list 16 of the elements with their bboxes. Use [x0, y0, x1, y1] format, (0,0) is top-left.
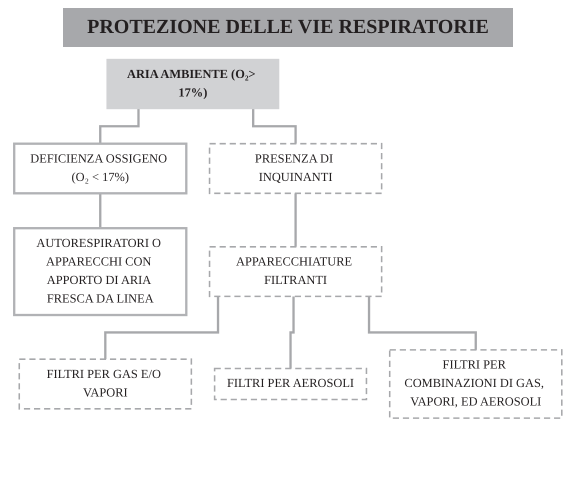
connector	[99, 193, 102, 230]
node-box: FILTRI PER GAS E/O VAPORI	[18, 358, 192, 410]
node-box: FILTRI PER AEROSOLI	[214, 368, 368, 400]
node-box: PRESENZA DI INQUINANTI	[208, 142, 382, 194]
connector	[104, 296, 220, 360]
node-box: DEFICIENZA OSSIGENO (O₂ < 17%)	[13, 142, 188, 194]
node-box: AUTORESPIRATORI O APPARECCHI CON APPORTO DI ARIA FRESCA DA LINEA	[13, 227, 188, 316]
connector	[99, 108, 140, 145]
connector	[252, 108, 297, 145]
title-banner: PROTEZIONE DELLE VIE RESPIRATORIE	[63, 8, 513, 47]
node-box: APPARECCHIATURE FILTRANTI	[208, 246, 382, 298]
node-box: ARIA AMBIENTE (O₂> 17%)	[106, 58, 280, 110]
node-box: FILTRI PER COMBINAZIONI DI GAS, VAPORI, ED AEROSOLI	[388, 349, 563, 419]
connector	[368, 296, 477, 352]
connector	[289, 296, 295, 370]
connector	[294, 193, 297, 248]
